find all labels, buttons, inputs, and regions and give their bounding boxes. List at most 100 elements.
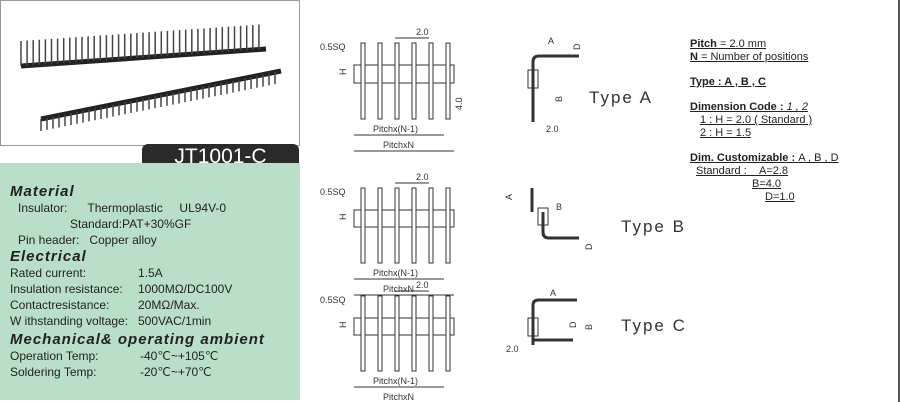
pitch-n1-label: Pitchx(N-1) xyxy=(373,124,418,134)
pin xyxy=(411,42,417,120)
pin xyxy=(394,42,400,120)
mechanical-heading: Mechanical& operating ambient xyxy=(10,331,265,348)
spec-label: W ithstanding voltage: xyxy=(10,314,129,328)
customizable-value: A , B , D xyxy=(798,152,839,164)
spec-label: Insulation resistance: xyxy=(10,282,123,296)
pin xyxy=(360,187,366,264)
pin xyxy=(428,187,434,264)
spec-label: Soldering Temp: xyxy=(10,365,97,379)
pitch-value: = 2.0 mm xyxy=(716,38,767,50)
spec-row: Rated current: 1.5A xyxy=(10,265,292,281)
electrical-heading: Electrical xyxy=(10,248,87,265)
material-standard: Standard:PAT+30%GF xyxy=(70,217,192,231)
spec-value: 1000MΩ/DC100V xyxy=(138,282,233,296)
pin xyxy=(360,42,366,120)
spec-value: -20℃~+70℃ xyxy=(140,365,212,379)
pitch-n-label: PitchxN xyxy=(383,140,414,150)
side-pin xyxy=(531,298,577,345)
pin xyxy=(394,187,400,264)
pin xyxy=(411,187,417,264)
material-heading: Material xyxy=(10,183,75,200)
type-b-label: Type B xyxy=(621,217,686,236)
sq-label: 0.5SQ xyxy=(320,295,346,305)
a-label: A xyxy=(548,36,554,46)
insulator-value: Thermoplastic xyxy=(87,201,163,215)
side-pin xyxy=(530,188,579,240)
pin-value: Copper alloy xyxy=(89,233,157,247)
spec-label: Rated current: xyxy=(10,266,87,280)
b-label: B xyxy=(556,202,562,212)
n-value: = Number of positions xyxy=(697,51,809,63)
insulator-rating: UL94V-0 xyxy=(179,201,227,215)
dim-code-line-1: 1 : H = 2.0 ( Standard ) xyxy=(700,114,813,126)
pin xyxy=(445,42,451,120)
sq-label: 0.5SQ xyxy=(320,187,346,197)
pitch-n1-label: Pitchx(N-1) xyxy=(373,268,418,278)
dim-code-key: Dimension Code : xyxy=(690,101,787,113)
pitch-n-label: PitchxN xyxy=(383,284,414,294)
spec-row: Contactresistance: 20MΩ/Max. xyxy=(10,297,292,313)
dim-code-line-2: 2 : H = 1.5 xyxy=(700,127,752,139)
pin xyxy=(445,295,451,372)
spec-row: Insulation resistance: 1000MΩ/DC100V xyxy=(10,281,292,297)
pitch-label: 2.0 xyxy=(416,172,429,182)
spec-value: 500VAC/1min xyxy=(138,314,212,328)
header-body xyxy=(353,64,455,84)
header-body xyxy=(353,317,455,336)
technical-drawings: Pitchx(N-1)PitchxN0.5SQ2.0H4.0Pitchx(N-1… xyxy=(320,27,594,402)
b-label: B xyxy=(554,96,564,102)
h-label: H xyxy=(338,214,348,221)
header-body xyxy=(353,209,455,228)
spec-label: Operation Temp: xyxy=(10,349,99,363)
spec-row: Operation Temp: -40℃~+105℃ xyxy=(10,348,292,364)
pin xyxy=(411,295,417,372)
standard-a: A=2.8 xyxy=(759,165,789,177)
h-label: H xyxy=(338,322,348,329)
pin xyxy=(428,295,434,372)
a-label: A xyxy=(550,288,556,298)
pin-header-image xyxy=(20,24,282,131)
type-c-label: Type C xyxy=(621,316,687,335)
d-label: D xyxy=(584,243,594,250)
type-a-label: Type A xyxy=(589,88,653,107)
type-list: Type : A , B , C xyxy=(690,76,766,88)
b-label: B xyxy=(584,324,594,330)
dimension-notes: Pitch = 2.0 mm N = Number of positions T… xyxy=(690,38,839,204)
side-pitch-label: 2.0 xyxy=(546,124,559,134)
pin xyxy=(445,187,451,264)
a-label: A xyxy=(504,194,514,200)
standard-label: Standard : xyxy=(696,165,747,177)
pitch-key: Pitch xyxy=(690,38,717,50)
spec-row: W ithstanding voltage: 500VAC/1min xyxy=(10,313,292,329)
dim-code-value: 1 , 2 xyxy=(786,101,808,113)
d-label: D xyxy=(572,43,582,50)
pin xyxy=(360,295,366,372)
standard-b: B=4.0 xyxy=(752,178,782,190)
spec-label: Contactresistance: xyxy=(10,298,110,312)
spec-value: 1.5A xyxy=(138,266,163,280)
height-label: 4.0 xyxy=(454,97,464,110)
pin xyxy=(394,295,400,372)
h-label: H xyxy=(338,69,348,76)
spec-value: -40℃~+105℃ xyxy=(140,349,219,363)
sq-label: 0.5SQ xyxy=(320,42,346,52)
pin-label: Pin header: xyxy=(18,233,80,247)
pin xyxy=(428,42,434,120)
spec-value: 20MΩ/Max. xyxy=(138,298,200,312)
drawing-sheet xyxy=(302,0,900,402)
pitch-n-label: PitchxN xyxy=(383,392,414,402)
d-label: D xyxy=(568,321,578,328)
pin xyxy=(377,187,383,264)
product-photo xyxy=(0,0,300,146)
pitch-label: 2.0 xyxy=(416,27,429,37)
spec-row: Soldering Temp: -20℃~+70℃ xyxy=(10,364,292,380)
standard-d: D=1.0 xyxy=(765,191,795,203)
customizable-key: Dim. Customizable : xyxy=(690,152,799,164)
insulator-label: Insulator: xyxy=(18,201,68,215)
side-pin xyxy=(531,54,579,122)
specifications-panel: Material Insulator: Thermoplastic UL94V-… xyxy=(0,163,300,400)
pin xyxy=(377,42,383,120)
side-pitch-label: 2.0 xyxy=(506,344,519,354)
pitch-label: 2.0 xyxy=(416,280,429,290)
n-key: N xyxy=(690,51,698,63)
